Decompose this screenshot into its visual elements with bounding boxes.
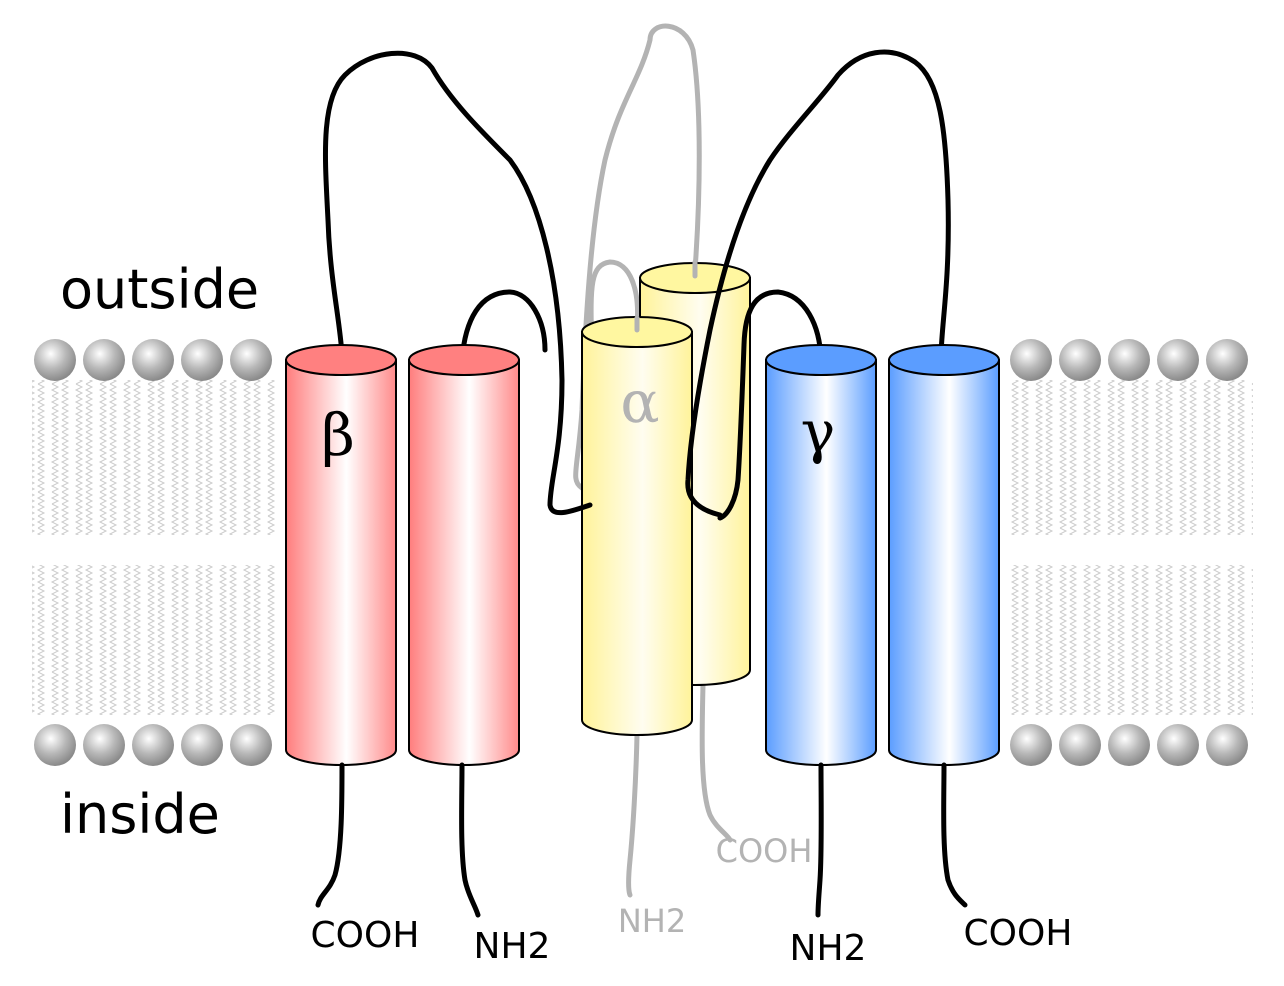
gamma-c-terminus-label: COOH [964, 913, 1073, 954]
lipid-tails-right-lower [1008, 565, 1253, 715]
alpha-n-terminus-tail [626, 732, 640, 898]
inside-label: inside [60, 783, 220, 846]
gamma-subunit [765, 344, 1000, 918]
alpha-symbol: α [620, 368, 659, 436]
lipid-heads [34, 339, 1248, 766]
lipid-head [181, 339, 223, 381]
lipid-head [230, 339, 272, 381]
lipid-head [1206, 724, 1248, 766]
lipid-head [132, 724, 174, 766]
beta-symbol: β [321, 401, 355, 469]
beta-c-terminus-label: COOH [311, 915, 420, 956]
beta-outer-loop [322, 50, 593, 516]
lipid-tails-left-upper [32, 380, 277, 535]
lipid-head [1059, 339, 1101, 381]
lipid-head [230, 724, 272, 766]
beta-c-terminus-tail [315, 762, 345, 908]
alpha-subunit [573, 23, 751, 898]
gamma-helix-2 [888, 344, 1000, 766]
gamma-n-terminus-label: NH2 [790, 928, 867, 969]
beta-subunit [285, 344, 520, 918]
gamma-c-terminus-tail [941, 762, 968, 908]
lipid-head [1010, 724, 1052, 766]
extracellular-loops [322, 49, 951, 521]
lipid-tails-right-upper [1008, 380, 1253, 535]
lipid-bilayer [32, 380, 1253, 715]
lipid-head [1157, 339, 1199, 381]
lipid-head [1206, 339, 1248, 381]
lipid-head [1059, 724, 1101, 766]
gamma-n-terminus-tail [815, 762, 824, 918]
lipid-head [181, 724, 223, 766]
beta-helix-2 [408, 344, 520, 766]
gamma-helix-1 [765, 344, 877, 766]
alpha-c-terminus-tail [699, 682, 733, 843]
beta-inner-loop [459, 289, 548, 363]
lipid-head [34, 339, 76, 381]
beta-n-terminus-label: NH2 [474, 926, 551, 967]
gamma-inner-loop [717, 289, 824, 521]
lipid-head [1108, 724, 1150, 766]
lipid-head [132, 339, 174, 381]
alpha-c-terminus-label: COOH [716, 832, 813, 870]
alpha-n-terminus-label: NH2 [618, 902, 686, 940]
lipid-head [1157, 724, 1199, 766]
outside-label: outside [60, 258, 259, 321]
lipid-head [83, 339, 125, 381]
beta-n-terminus-tail [459, 762, 481, 918]
gamma-outer-loop [685, 49, 951, 518]
gamma-symbol: γ [801, 398, 836, 466]
lipid-head [34, 724, 76, 766]
lipid-head [83, 724, 125, 766]
lipid-head [1108, 339, 1150, 381]
beta-helix-1 [285, 344, 397, 766]
lipid-tails-left-lower [32, 565, 277, 715]
lipid-head [1010, 339, 1052, 381]
